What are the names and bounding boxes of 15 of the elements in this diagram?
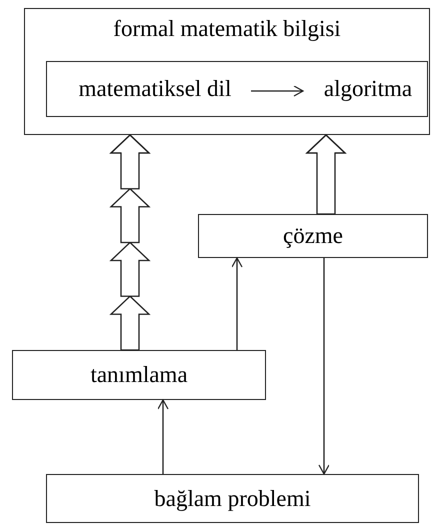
box-label: tanımlama [90,361,188,389]
arrow [157,399,169,474]
inner-box [46,61,428,117]
text-label: algoritma [309,72,427,106]
arrow [231,257,243,350]
text-label: matematiksel dil [59,72,251,106]
box-label: formal matematik bilgisi [113,15,341,43]
arrow [318,258,330,475]
process-box [46,474,419,523]
process-box [198,214,428,258]
box-label: çözme [282,222,343,250]
container-box [24,8,430,135]
box-label: bağlam problemi [154,484,311,512]
arrow [251,85,304,97]
process-box [12,350,266,400]
